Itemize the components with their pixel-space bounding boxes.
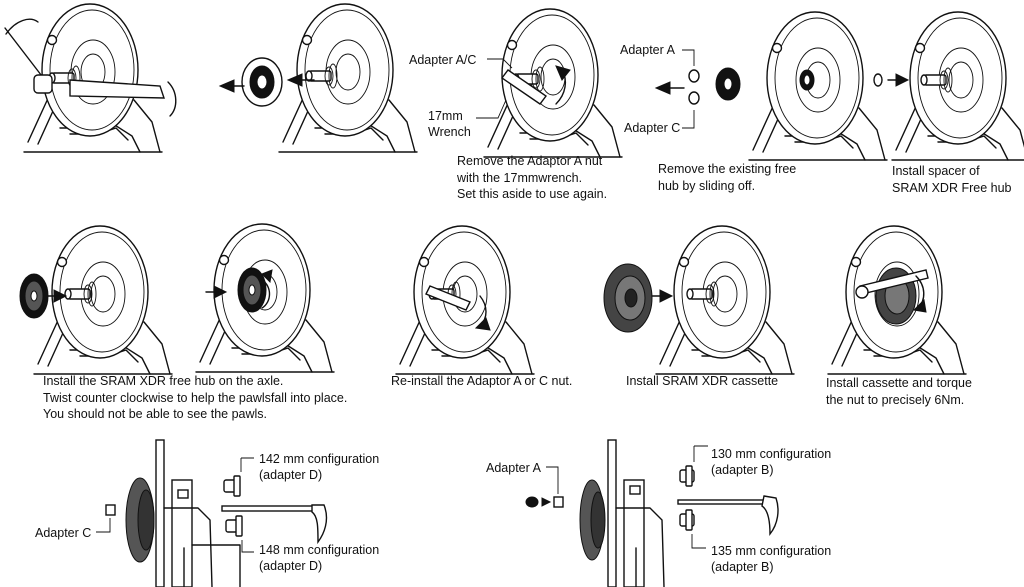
step4-wheel [748, 11, 888, 161]
label-130-adapter: (adapter B) [711, 463, 774, 477]
step3-wheel [483, 8, 623, 158]
step8-wrench [425, 285, 471, 311]
config-right-skewer [677, 495, 779, 536]
label-135-config: 135 mm configuration [711, 544, 832, 558]
label-adapter-c-top: Adapter C [624, 121, 681, 135]
label-17mm: 17mm [428, 109, 463, 123]
step9-wheel [655, 225, 795, 375]
step3-leader-a [487, 58, 513, 69]
label-148-adapter: (adapter D) [259, 559, 323, 573]
label-adapter-c-bottom: Adapter C [35, 526, 92, 540]
config-right-frame [579, 439, 665, 587]
caption-remove-nut: Remove the Adaptor A nut with the 17mmwr… [457, 154, 608, 201]
step4-parts [654, 49, 741, 129]
caption-remove-freehub: Remove the existing free hub by sliding … [658, 162, 797, 193]
config-left-adapter-d148 [225, 515, 254, 553]
config-right-adapter-a [525, 466, 564, 508]
step3-wrench [501, 69, 547, 105]
label-148-config: 148 mm configuration [259, 543, 380, 557]
step1-arrow-top [5, 18, 39, 35]
config-left-frame [125, 439, 241, 587]
label-adapter-ac: Adapter A/C [409, 53, 477, 67]
label-130-config: 130 mm configuration [711, 447, 832, 461]
label-142-config: 142 mm configuration [259, 452, 380, 466]
label-adapter-a-bottom: Adapter A [486, 461, 541, 475]
step1-arrow-curve [167, 81, 177, 117]
step3-leader-b [476, 99, 507, 119]
caption-reinstall-nut: Re-install the Adaptor A or C nut. [391, 374, 573, 388]
config-left-adapter-c [96, 504, 116, 533]
step9-cassette [603, 263, 653, 333]
label-adapter-a-top: Adapter A [620, 43, 675, 57]
config-right-adapter-b135 [679, 509, 706, 549]
caption-install-cassette: Install SRAM XDR cassette [626, 374, 779, 388]
step2-freehub [241, 57, 283, 107]
label-142-adapter: (adapter D) [259, 468, 323, 482]
step10-wheel [827, 225, 967, 375]
step1-lever [69, 79, 165, 99]
caption-install-freehub: Install the SRAM XDR free hub on the axl… [43, 374, 348, 421]
caption-install-spacer: Install spacer of SRAM XDR Free hub [892, 164, 1012, 195]
step1-nut [33, 74, 53, 94]
config-left-adapter-d142 [223, 457, 254, 497]
step5-wheel [891, 11, 1024, 161]
label-wrench: Wrench [428, 125, 471, 139]
config-right-adapter-b130 [679, 445, 708, 487]
step5-spacer [873, 73, 883, 87]
caption-torque: Install cassette and torque the nut to p… [826, 376, 972, 407]
label-135-adapter: (adapter B) [711, 560, 774, 574]
config-left-axle [221, 504, 328, 545]
step7-wheel [195, 223, 335, 373]
